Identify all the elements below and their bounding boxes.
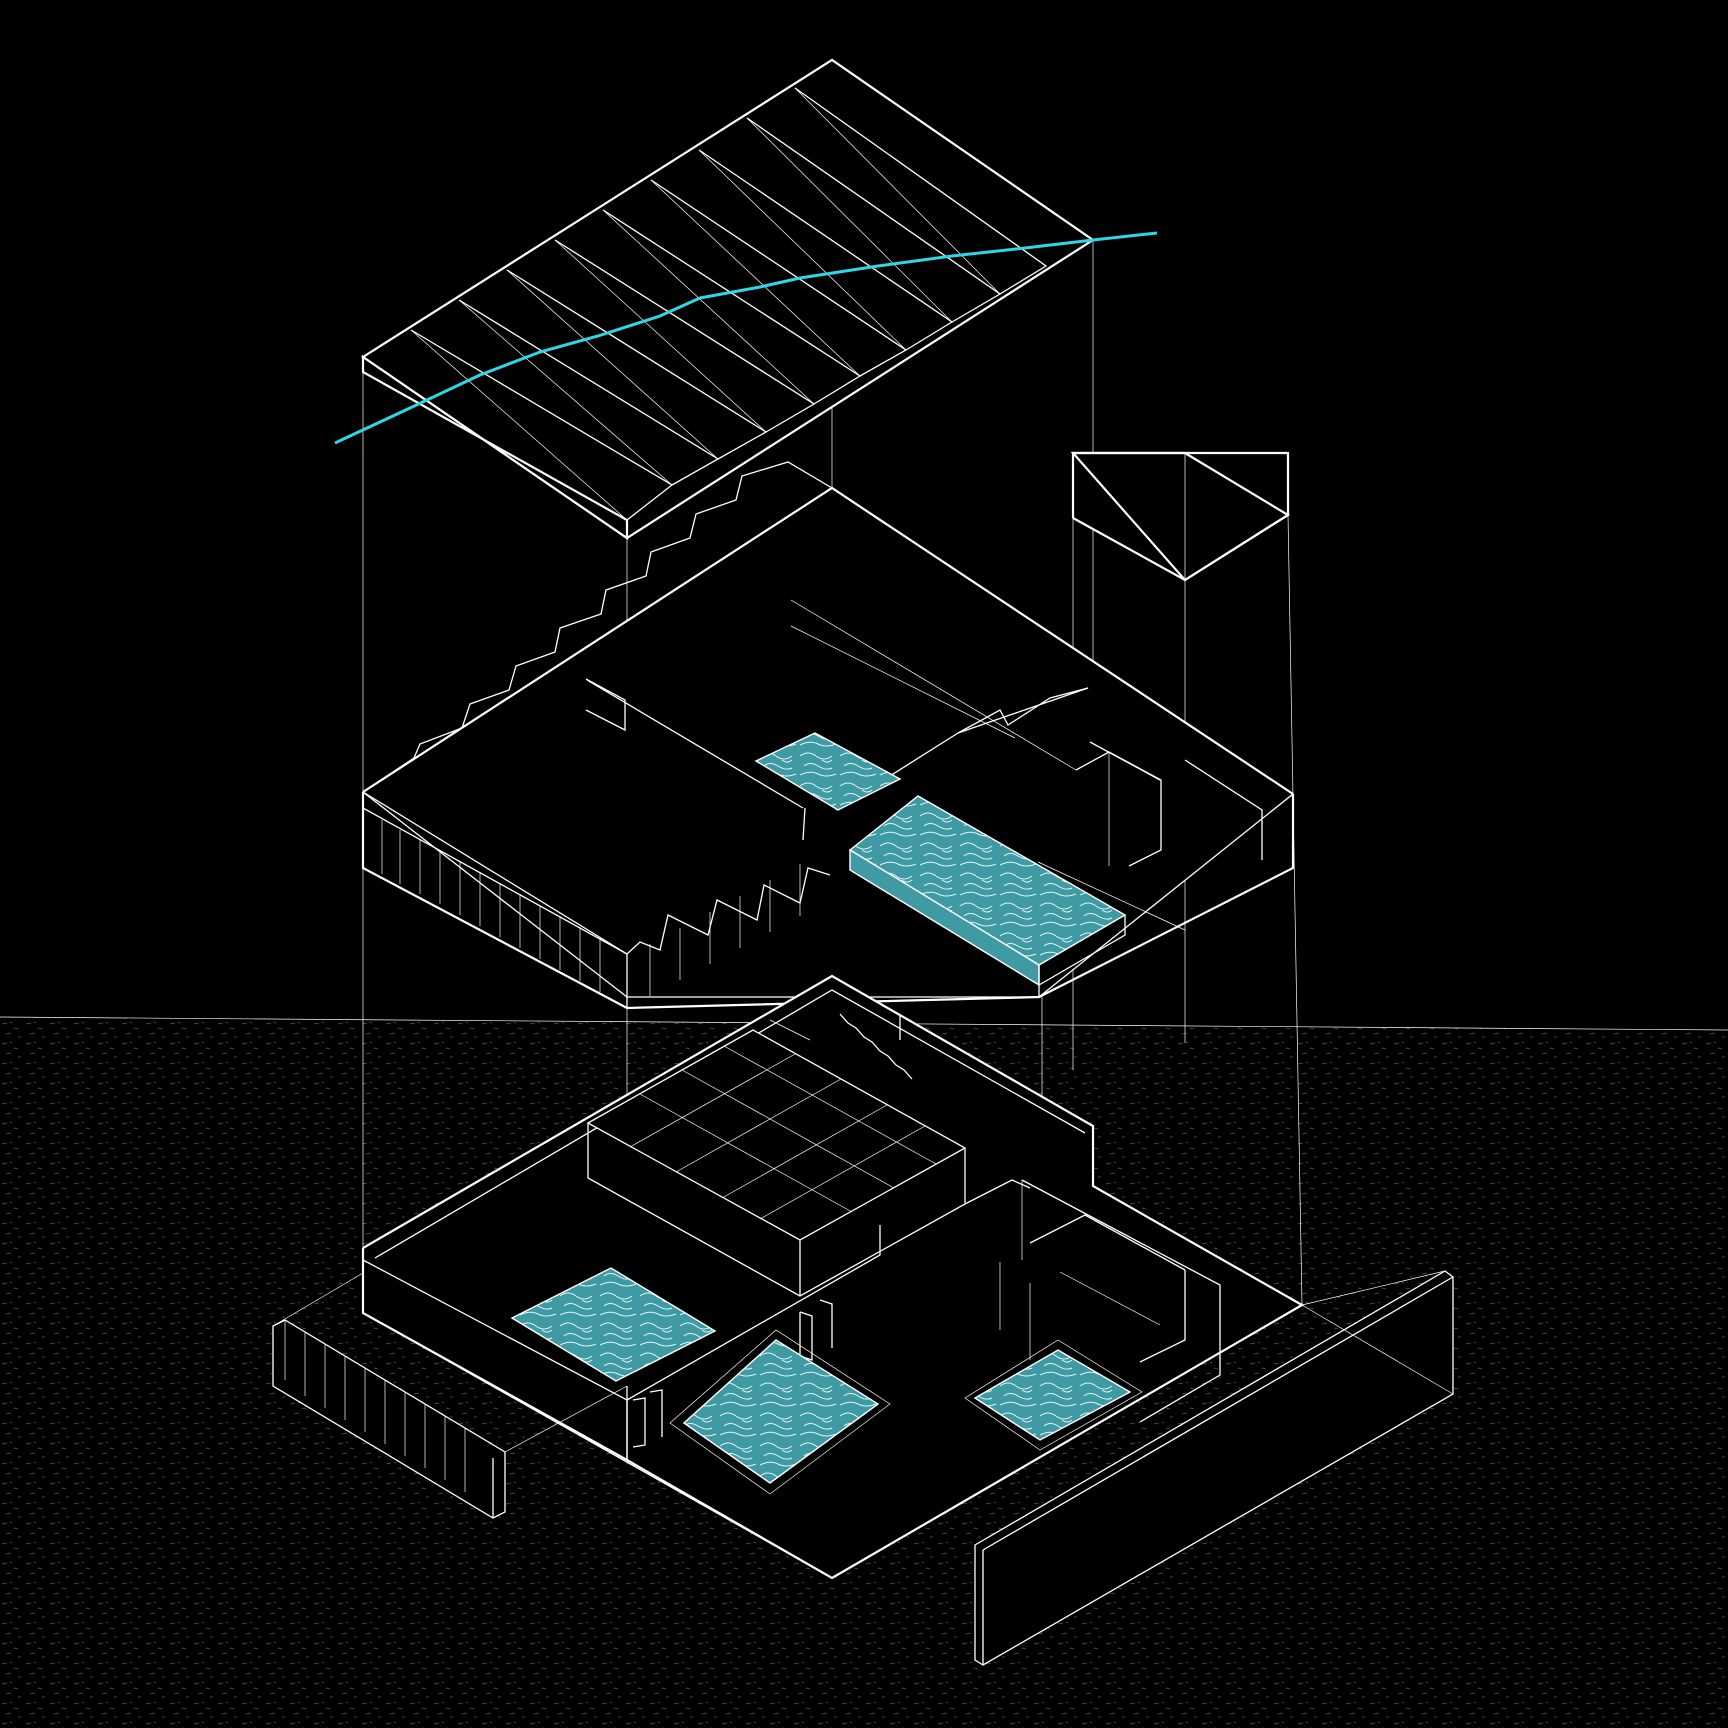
folding-doors [632, 1299, 833, 1448]
upper-floor [361, 451, 1295, 1010]
storage-block [586, 1029, 967, 1297]
tower-volume [1070, 451, 1291, 582]
ground-pool-left [510, 1267, 717, 1382]
right-garden-wall [974, 1270, 1454, 1666]
upper-small-pool [754, 732, 902, 811]
roof-water-line [334, 231, 1158, 445]
sawtooth-roof [334, 58, 1158, 541]
roof-fold-lines [362, 87, 1048, 521]
upper-cladding [381, 820, 801, 996]
ground-floor [272, 974, 1454, 1666]
left-garden-wall [272, 1272, 628, 1519]
ground-pool-right [973, 1349, 1132, 1441]
staircase [769, 975, 913, 1080]
ground-pool-center [682, 1339, 880, 1484]
